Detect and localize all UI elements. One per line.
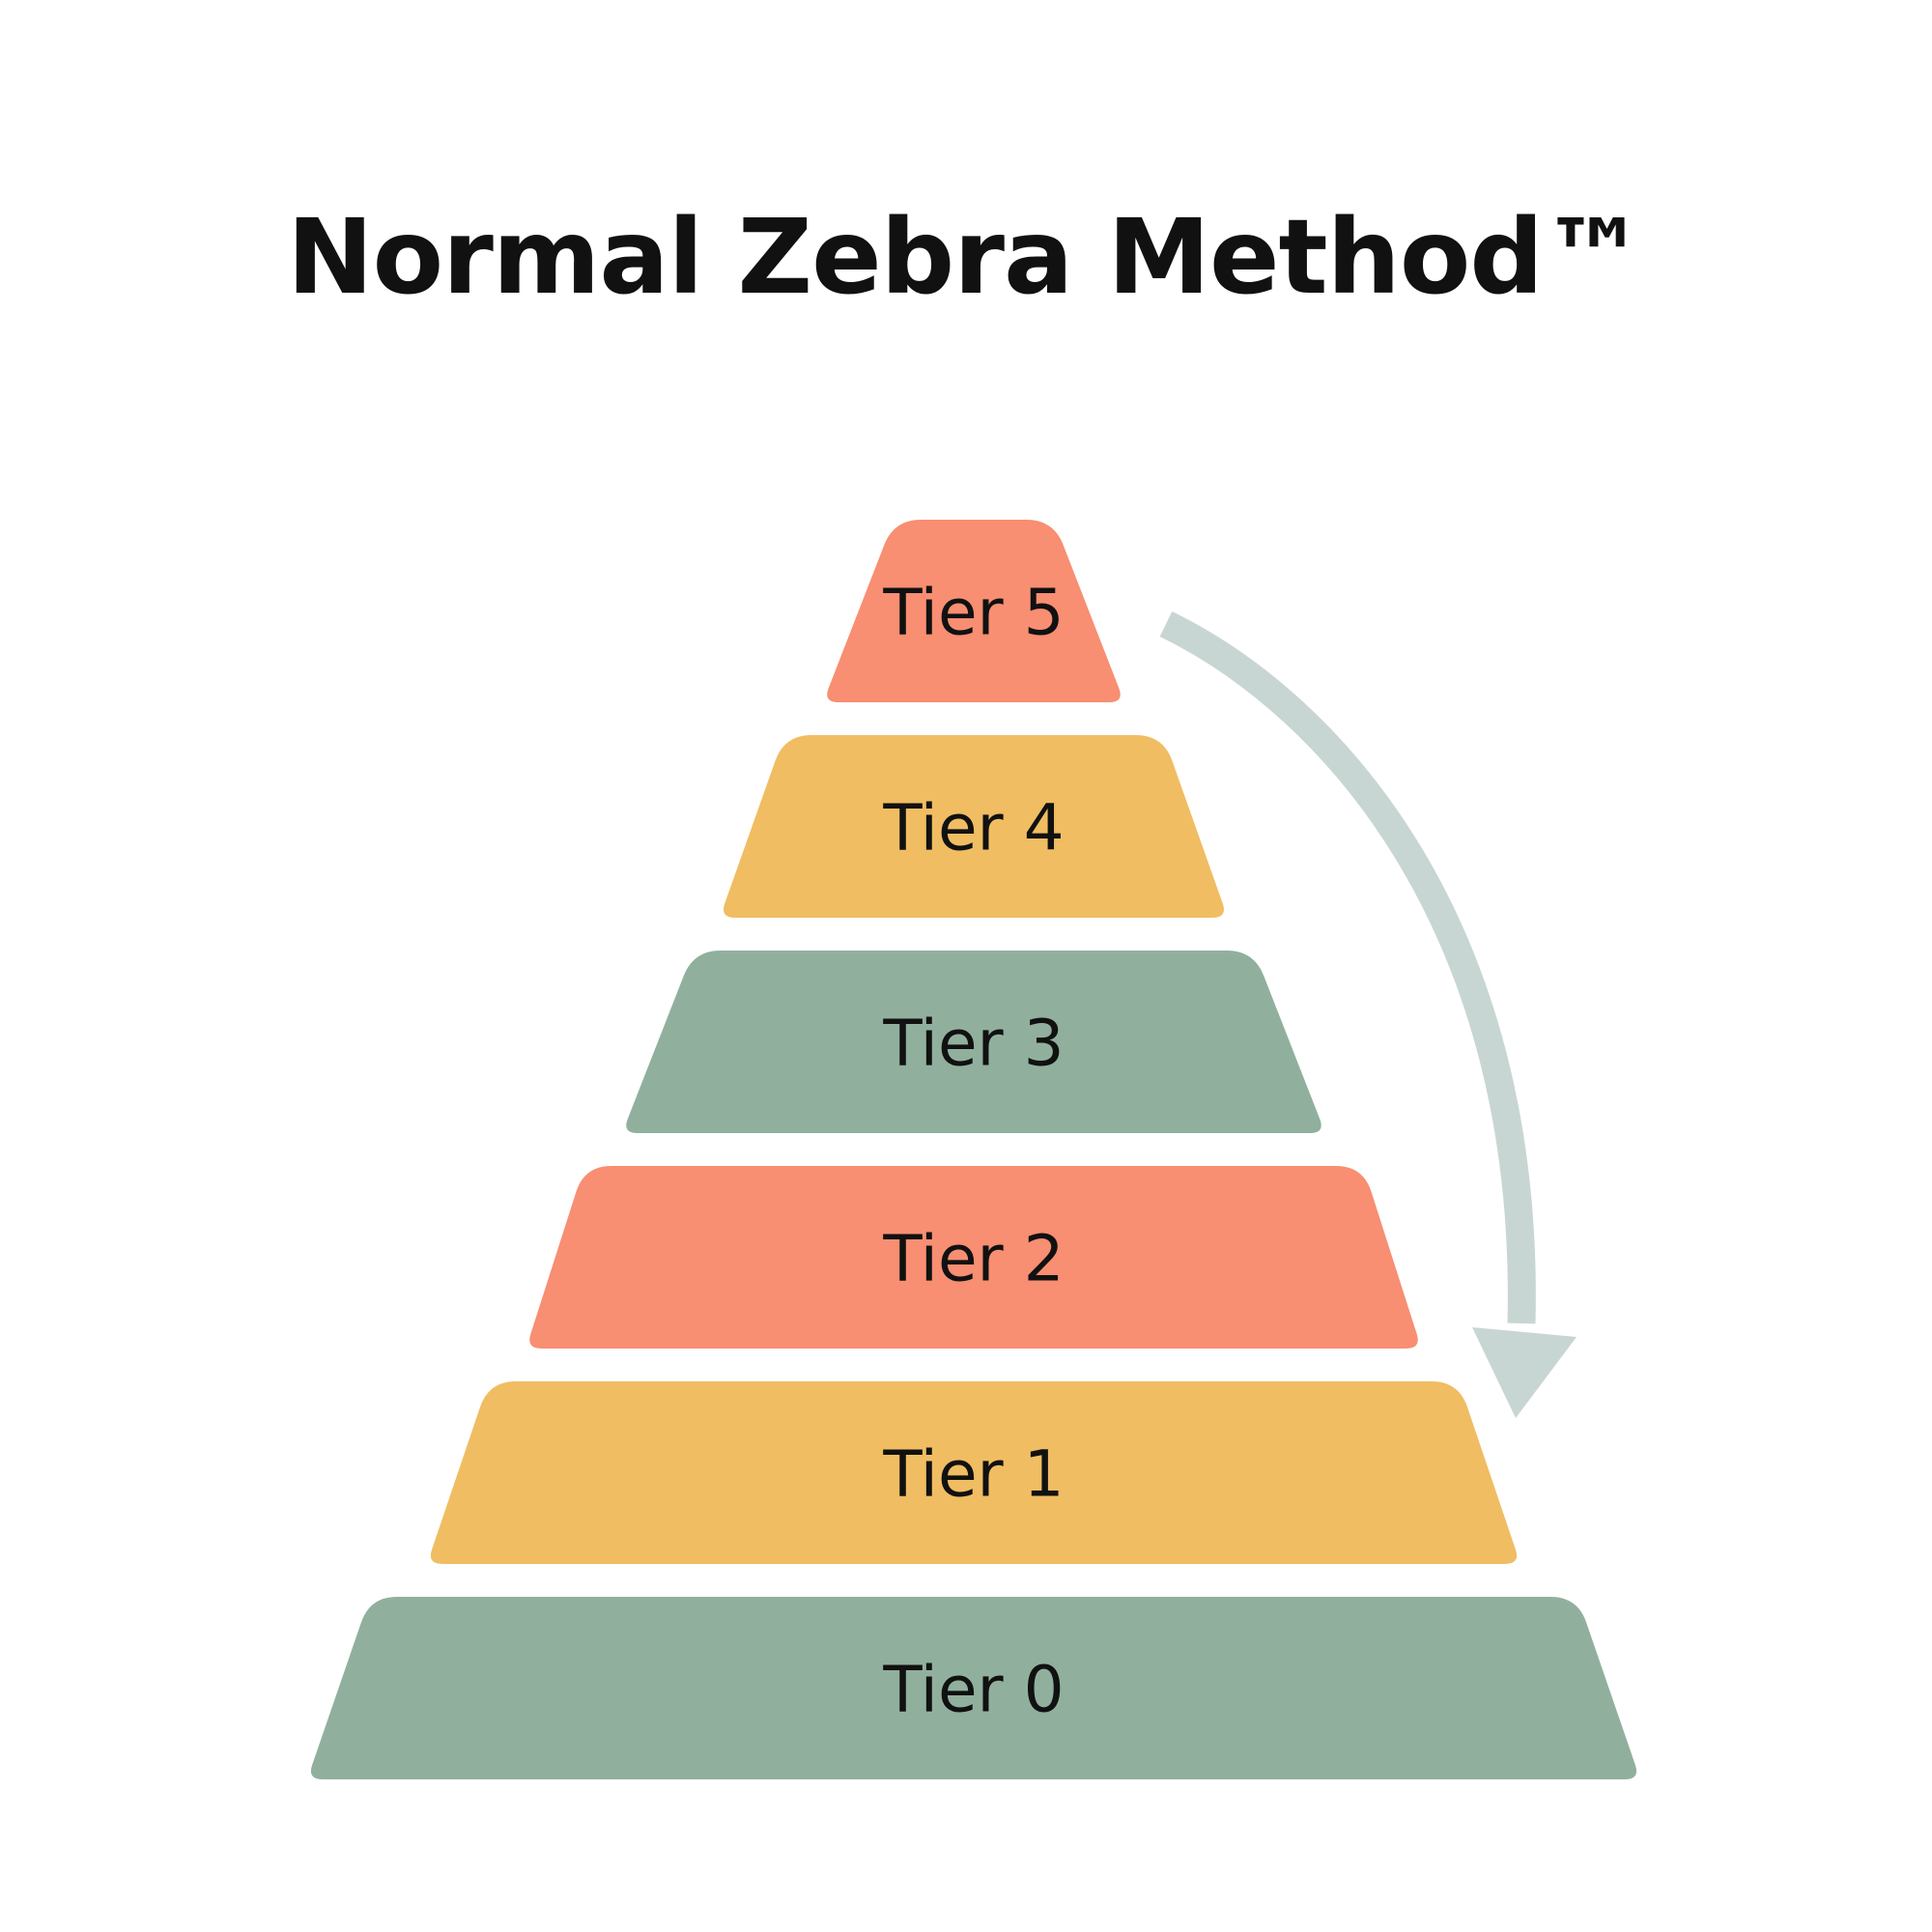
tier-label-tier-1: Tier 1 (882, 1437, 1064, 1512)
tier-label-tier-0: Tier 0 (882, 1653, 1064, 1727)
curved-arrow-icon (1159, 611, 1536, 1324)
tier-label-tier-5: Tier 5 (882, 576, 1064, 650)
flow-arrow (1159, 611, 1577, 1418)
tier-label-tier-2: Tier 2 (882, 1222, 1064, 1296)
tier-label-tier-4: Tier 4 (882, 791, 1064, 866)
pyramid-tiers: Tier 5 Tier 4 Tier 3 Tier 2 Tier 1 Tier 0 (310, 520, 1637, 1779)
tier-shape-tier-0 (310, 1597, 1637, 1779)
tier-shape-tier-4 (724, 735, 1224, 918)
arrow-head-icon (1472, 1327, 1577, 1418)
tier-shape-tier-5 (827, 520, 1121, 702)
tier-shape-tier-3 (626, 951, 1321, 1133)
tier-shape-tier-2 (529, 1166, 1418, 1349)
diagram-title: Normal Zebra Method™ (287, 198, 1645, 318)
tier-label-tier-3: Tier 3 (882, 1007, 1064, 1081)
tier-shape-tier-1 (430, 1381, 1518, 1564)
